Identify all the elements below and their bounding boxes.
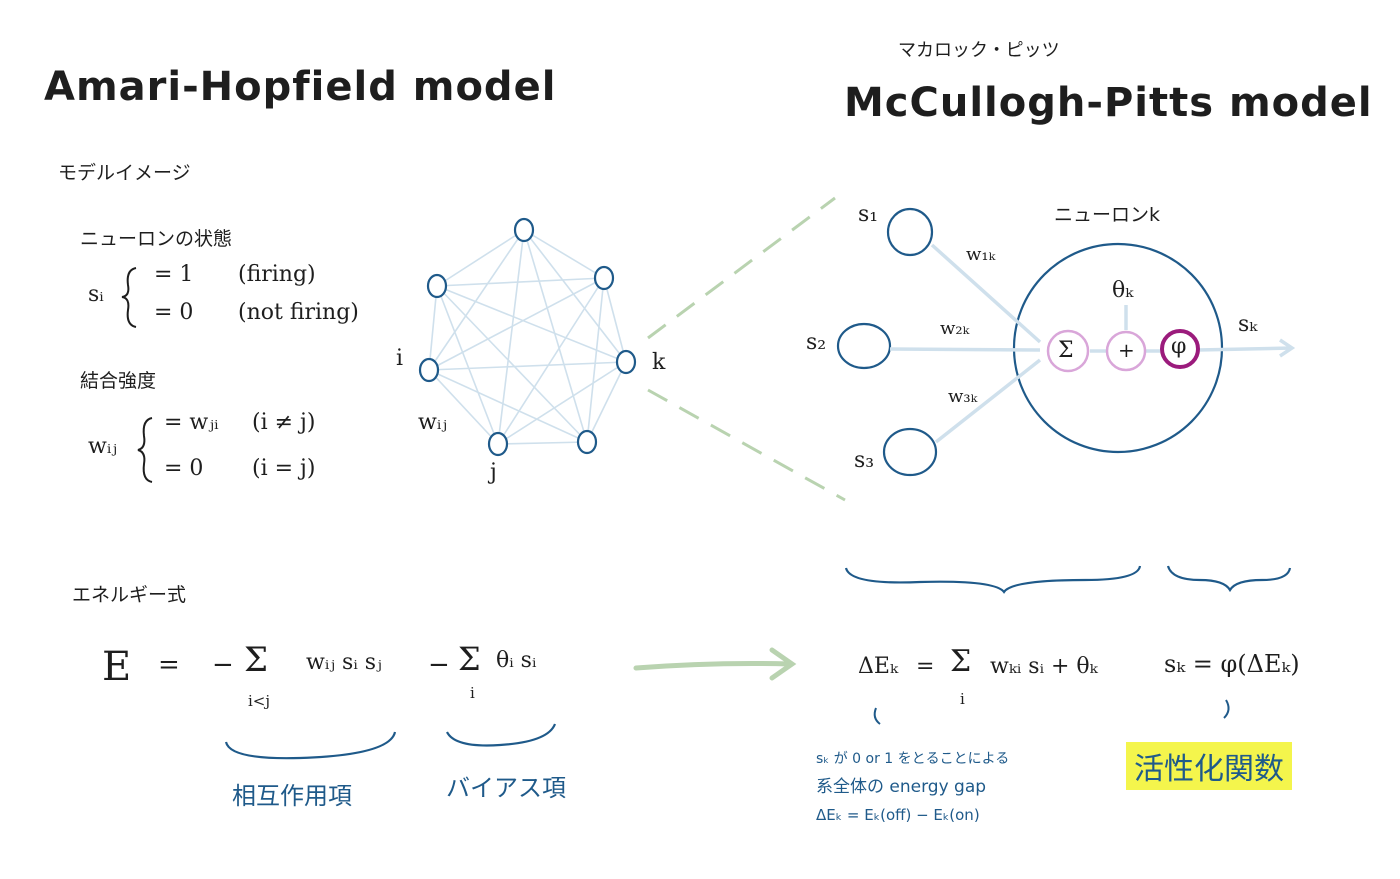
graph-label-i: i bbox=[396, 346, 404, 371]
braces bbox=[224, 565, 1292, 760]
delta-formula-sum-sub: i bbox=[960, 690, 965, 708]
energy-term-2: θᵢ sᵢ bbox=[496, 648, 537, 673]
ruby-label: マカロック・ピッツ bbox=[898, 40, 1060, 61]
graph-label-w: wᵢⱼ bbox=[418, 410, 448, 435]
weight-case1-note: (i ≠ j) bbox=[252, 410, 316, 435]
model-image-label: モデルイメージ bbox=[58, 162, 191, 184]
weight-variable: wᵢⱼ bbox=[88, 434, 118, 459]
node bbox=[513, 217, 535, 243]
energy-sum-2: Σ bbox=[458, 640, 481, 678]
note-line-3: ΔEₖ = Eₖ(off) − Eₖ(on) bbox=[816, 806, 980, 824]
weight-label-1: w₁ₖ bbox=[966, 244, 996, 265]
hopfield-nodes bbox=[418, 217, 637, 457]
plus-symbol: + bbox=[1118, 338, 1135, 362]
state-case1-value: = 1 bbox=[154, 262, 194, 287]
node bbox=[593, 265, 615, 291]
weight-case2-value: = 0 bbox=[164, 456, 204, 481]
output-label: sₖ bbox=[1238, 312, 1258, 337]
input-label-3: s₃ bbox=[854, 448, 875, 473]
brace-delta-e bbox=[844, 565, 1142, 594]
input-node-2 bbox=[836, 322, 892, 370]
phi-symbol: φ bbox=[1171, 334, 1187, 359]
input-nodes bbox=[836, 207, 938, 477]
weight-case1-value: = wⱼᵢ bbox=[164, 410, 219, 435]
input-label-1: s₁ bbox=[858, 202, 879, 227]
neuron-state-label: ニューロンの状態 bbox=[80, 228, 233, 250]
energy-term-1: wᵢⱼ sᵢ sⱼ bbox=[306, 650, 382, 675]
zoom-lines bbox=[647, 196, 846, 502]
node bbox=[426, 273, 448, 299]
bias-term-label: バイアス項 bbox=[446, 774, 566, 802]
graph-label-j: j bbox=[490, 460, 497, 485]
formula-markers bbox=[873, 699, 1230, 725]
threshold-label: θₖ bbox=[1112, 278, 1134, 303]
energy-equals: = bbox=[158, 650, 180, 680]
weight-case2-note: (i = j) bbox=[252, 456, 316, 481]
activation-function-label: 活性化関数 bbox=[1126, 742, 1292, 790]
energy-sum-1: Σ bbox=[244, 640, 269, 680]
case-brackets bbox=[121, 267, 153, 483]
graph-label-k: k bbox=[652, 350, 666, 375]
delta-formula-eq: = bbox=[916, 654, 935, 679]
activation-formula: sₖ = φ(ΔEₖ) bbox=[1164, 650, 1300, 678]
note-line-2: 系全体の energy gap bbox=[816, 777, 987, 797]
left-title: Amari-Hopfield model bbox=[44, 64, 557, 110]
energy-E: E bbox=[102, 644, 132, 690]
sum-node bbox=[1046, 329, 1090, 373]
energy-sum-1-sub: i<j bbox=[248, 692, 271, 710]
state-variable: sᵢ bbox=[88, 282, 104, 307]
sum-symbol: Σ bbox=[1058, 338, 1074, 363]
interaction-term-label: 相互作用項 bbox=[232, 782, 352, 810]
energy-minus-1: − bbox=[212, 650, 234, 680]
activation-node bbox=[1160, 329, 1200, 369]
plus-node bbox=[1105, 330, 1147, 372]
node bbox=[576, 429, 598, 455]
delta-formula-lhs: ΔEₖ bbox=[858, 654, 898, 679]
brace-bias bbox=[446, 723, 557, 747]
neuron-k-label: ニューロンk bbox=[1054, 204, 1161, 226]
weight-label-3: w₃ₖ bbox=[948, 386, 978, 407]
note-line-1: sₖ が 0 or 1 をとることによる bbox=[816, 751, 1010, 767]
hopfield-edges bbox=[428, 229, 627, 445]
node-i bbox=[418, 357, 440, 383]
input-arrows bbox=[889, 243, 1296, 444]
node-k bbox=[615, 349, 637, 375]
brace-interaction bbox=[224, 731, 397, 760]
delta-formula-sum: Σ bbox=[950, 644, 972, 679]
state-case2-note: (not firing) bbox=[238, 300, 359, 325]
energy-sum-2-sub: i bbox=[470, 684, 475, 702]
energy-minus-2: − bbox=[428, 650, 450, 680]
state-case2-value: = 0 bbox=[154, 300, 194, 325]
delta-formula-rhs: wₖᵢ sᵢ + θₖ bbox=[990, 654, 1098, 679]
input-node-1 bbox=[886, 207, 934, 257]
coupling-label: 結合強度 bbox=[80, 370, 157, 392]
input-node-3 bbox=[882, 427, 938, 477]
right-title: McCullogh-Pitts model bbox=[844, 80, 1373, 126]
state-case1-note: (firing) bbox=[238, 262, 316, 287]
brace-activation bbox=[1166, 565, 1292, 593]
input-label-2: s₂ bbox=[806, 330, 827, 355]
weight-label-2: w₂ₖ bbox=[940, 318, 970, 339]
transition-arrow bbox=[633, 647, 797, 681]
node-j bbox=[487, 431, 509, 457]
energy-label: エネルギー式 bbox=[72, 584, 187, 606]
